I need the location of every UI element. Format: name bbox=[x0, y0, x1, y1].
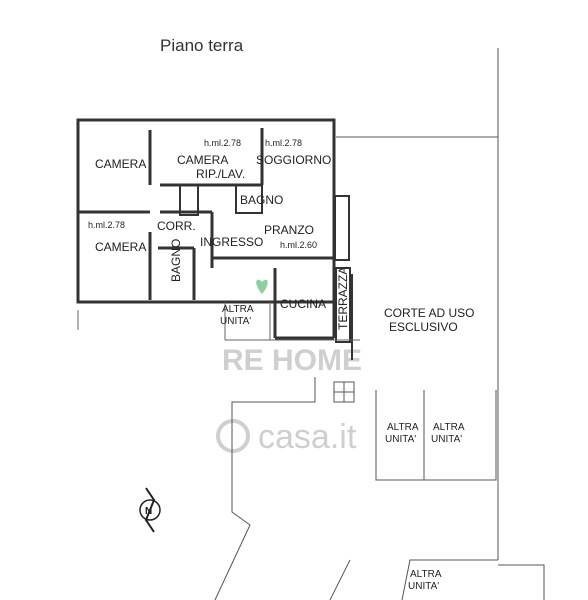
height-label-4: h.ml.2.60 bbox=[280, 240, 317, 250]
courtyard-boundary bbox=[214, 48, 545, 600]
height-label-2: h.ml.2.78 bbox=[265, 138, 302, 148]
lower-annex bbox=[77, 302, 360, 341]
interior-partitions bbox=[179, 184, 353, 360]
watermark-casa: casa.it bbox=[216, 418, 357, 456]
altra-unita-4-line1: ALTRA bbox=[410, 569, 442, 580]
svg-text:RE HOME: RE HOME bbox=[222, 344, 362, 377]
height-label-1: h.ml.2.78 bbox=[204, 138, 241, 148]
svg-text:N: N bbox=[145, 506, 152, 517]
room-label-camera-1: CAMERA bbox=[95, 157, 146, 171]
altra-unita-3-line2: UNITA' bbox=[431, 434, 462, 445]
watermark-rehome: RE HOME bbox=[222, 279, 362, 377]
altra-unita-2-line2: UNITA' bbox=[385, 434, 416, 445]
svg-text:casa.it: casa.it bbox=[258, 418, 357, 456]
room-label-ingresso: INGRESSO bbox=[200, 235, 263, 249]
grid-marker bbox=[333, 381, 355, 403]
room-label-rip-lav: RIP./LAV. bbox=[196, 167, 245, 181]
altra-unita-2-line1: ALTRA bbox=[387, 422, 419, 433]
room-label-bagno-2: BAGNO bbox=[169, 239, 183, 282]
north-compass-icon: N bbox=[139, 487, 161, 533]
room-label-camera-3: CAMERA bbox=[95, 240, 146, 254]
room-label-corr: CORR. bbox=[157, 219, 196, 233]
room-label-pranzo: PRANZO bbox=[264, 223, 314, 237]
height-label-3: h.ml.2.78 bbox=[88, 220, 125, 230]
room-label-bagno-1: BAGNO bbox=[240, 193, 283, 207]
plan-title: Piano terra bbox=[160, 36, 244, 55]
room-label-camera-2: CAMERA bbox=[177, 153, 228, 167]
area-label-corte-2: ESCLUSIVO bbox=[389, 320, 458, 334]
room-label-soggiorno: SOGGIORNO bbox=[256, 153, 331, 167]
altra-unita-1-line1: ALTRA bbox=[222, 304, 254, 315]
area-label-corte-1: CORTE AD USO bbox=[384, 306, 474, 320]
room-label-terrazza: TERRAZZA bbox=[336, 267, 350, 330]
room-label-cucina: CUCINA bbox=[280, 297, 326, 311]
house-walls bbox=[76, 118, 336, 340]
altra-unita-3-line1: ALTRA bbox=[433, 422, 465, 433]
altra-unita-4-line2: UNITA' bbox=[408, 581, 439, 592]
altra-unita-1-line2: UNITA' bbox=[220, 316, 251, 327]
